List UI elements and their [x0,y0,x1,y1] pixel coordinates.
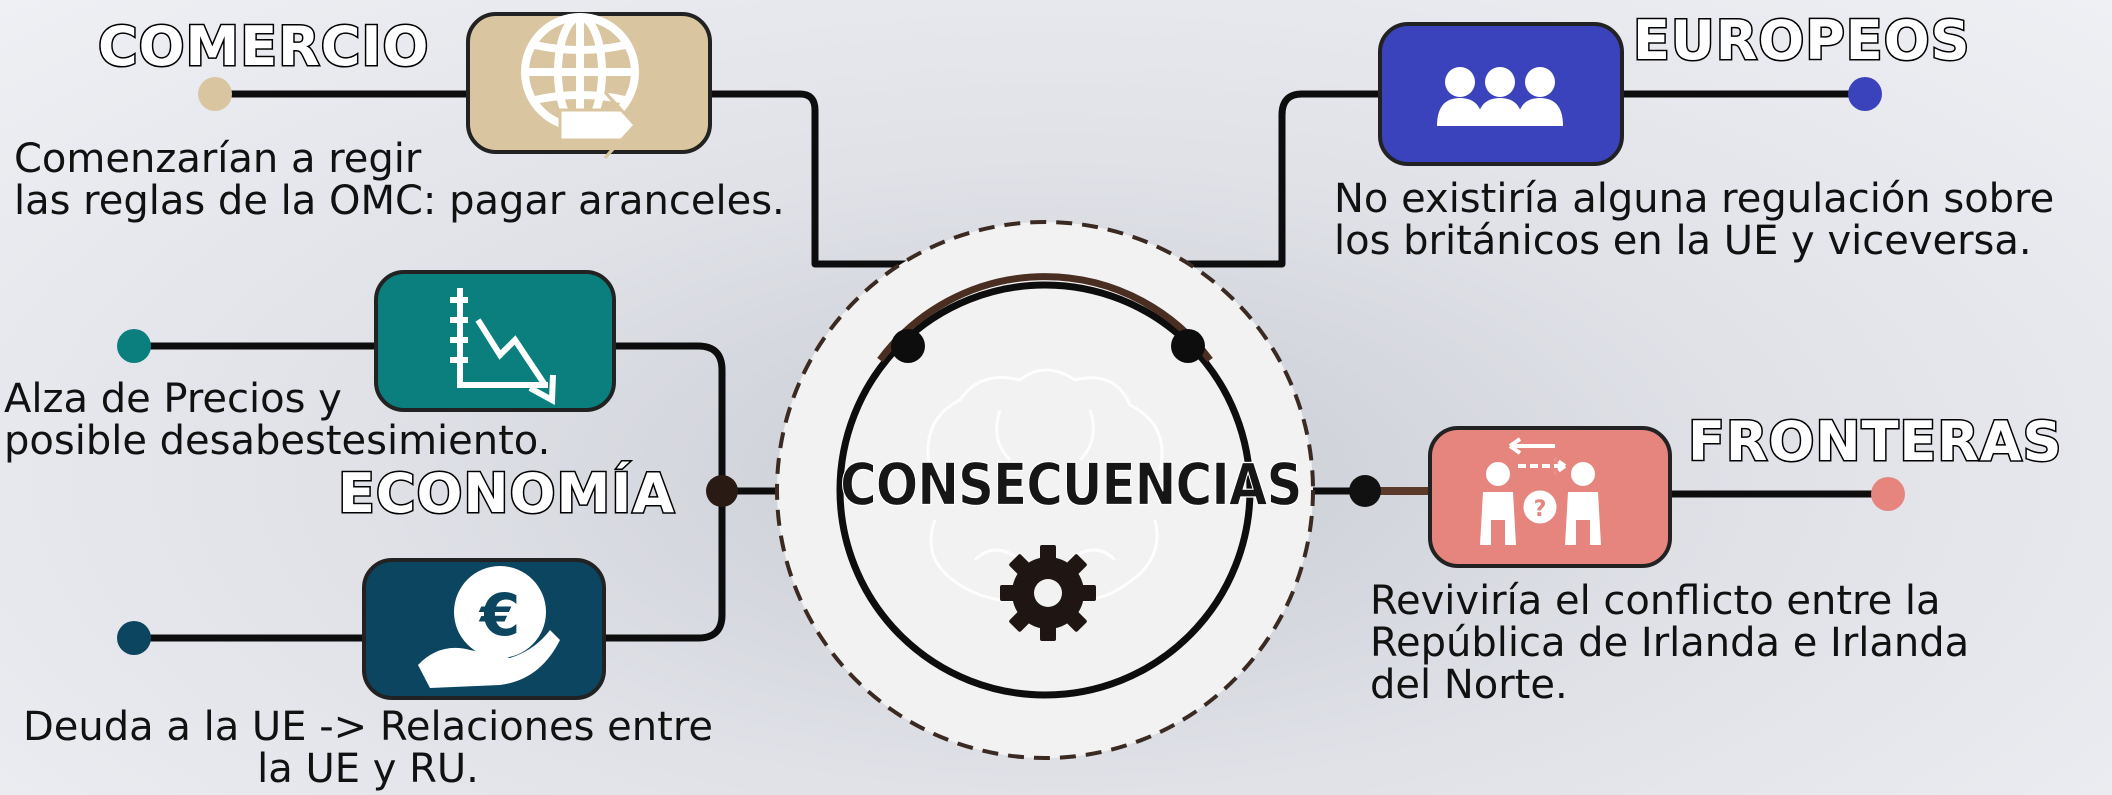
svg-text:€: € [478,581,520,649]
gear-icon [1000,545,1096,641]
border-people-icon: ? [1480,437,1601,545]
center-hub [775,220,1315,760]
economia-junction-dot [706,475,738,507]
deuda-dot [117,621,151,655]
fronteras-dot [1871,477,1905,511]
fronteras-box: ? [1428,426,1672,568]
center-title: CONSECUENCIAS [840,451,1304,519]
deuda-description: Deuda a la UE -> Relaciones entre la UE … [22,704,714,792]
precios-dot [117,329,151,363]
precios-box [374,270,616,412]
fronteras-title: FRONTERAS [1687,410,2064,473]
europeos-description: No existiría alguna regulación sobre los… [1334,176,2055,264]
comercio-description: Comenzarían a regir las reglas de la OMC… [14,136,785,224]
connector-europeos-center [1184,90,1380,346]
comercio-title: COMERCIO [96,15,430,78]
fronteras-description: Reviviría el conflicto entre la Repúblic… [1370,578,1970,708]
deuda-box: € [362,558,606,700]
comercio-box [466,12,712,160]
inner-ring [836,281,1254,699]
hub-connector-dot-left [891,329,925,363]
people-group-icon [1437,67,1563,126]
arrow-shape [558,90,638,160]
hub-connector-dot-right [1171,329,1205,363]
declining-chart-icon [450,288,556,405]
europeos-dot [1848,77,1882,111]
economia-title: ECONOMÍA [336,462,676,525]
fronteras-junction-dot [1349,475,1381,507]
inner-ring-top-arc [877,273,1213,363]
euro-hand-icon: € [418,566,560,688]
precios-description: Alza de Precios y posible desabestesimie… [4,376,551,464]
europeos-title: EUROPEOS [1631,9,1971,72]
connector-comercio-center [708,90,912,346]
svg-text:?: ? [1534,497,1547,522]
comercio-dot [198,77,232,111]
europeos-box [1378,22,1624,166]
